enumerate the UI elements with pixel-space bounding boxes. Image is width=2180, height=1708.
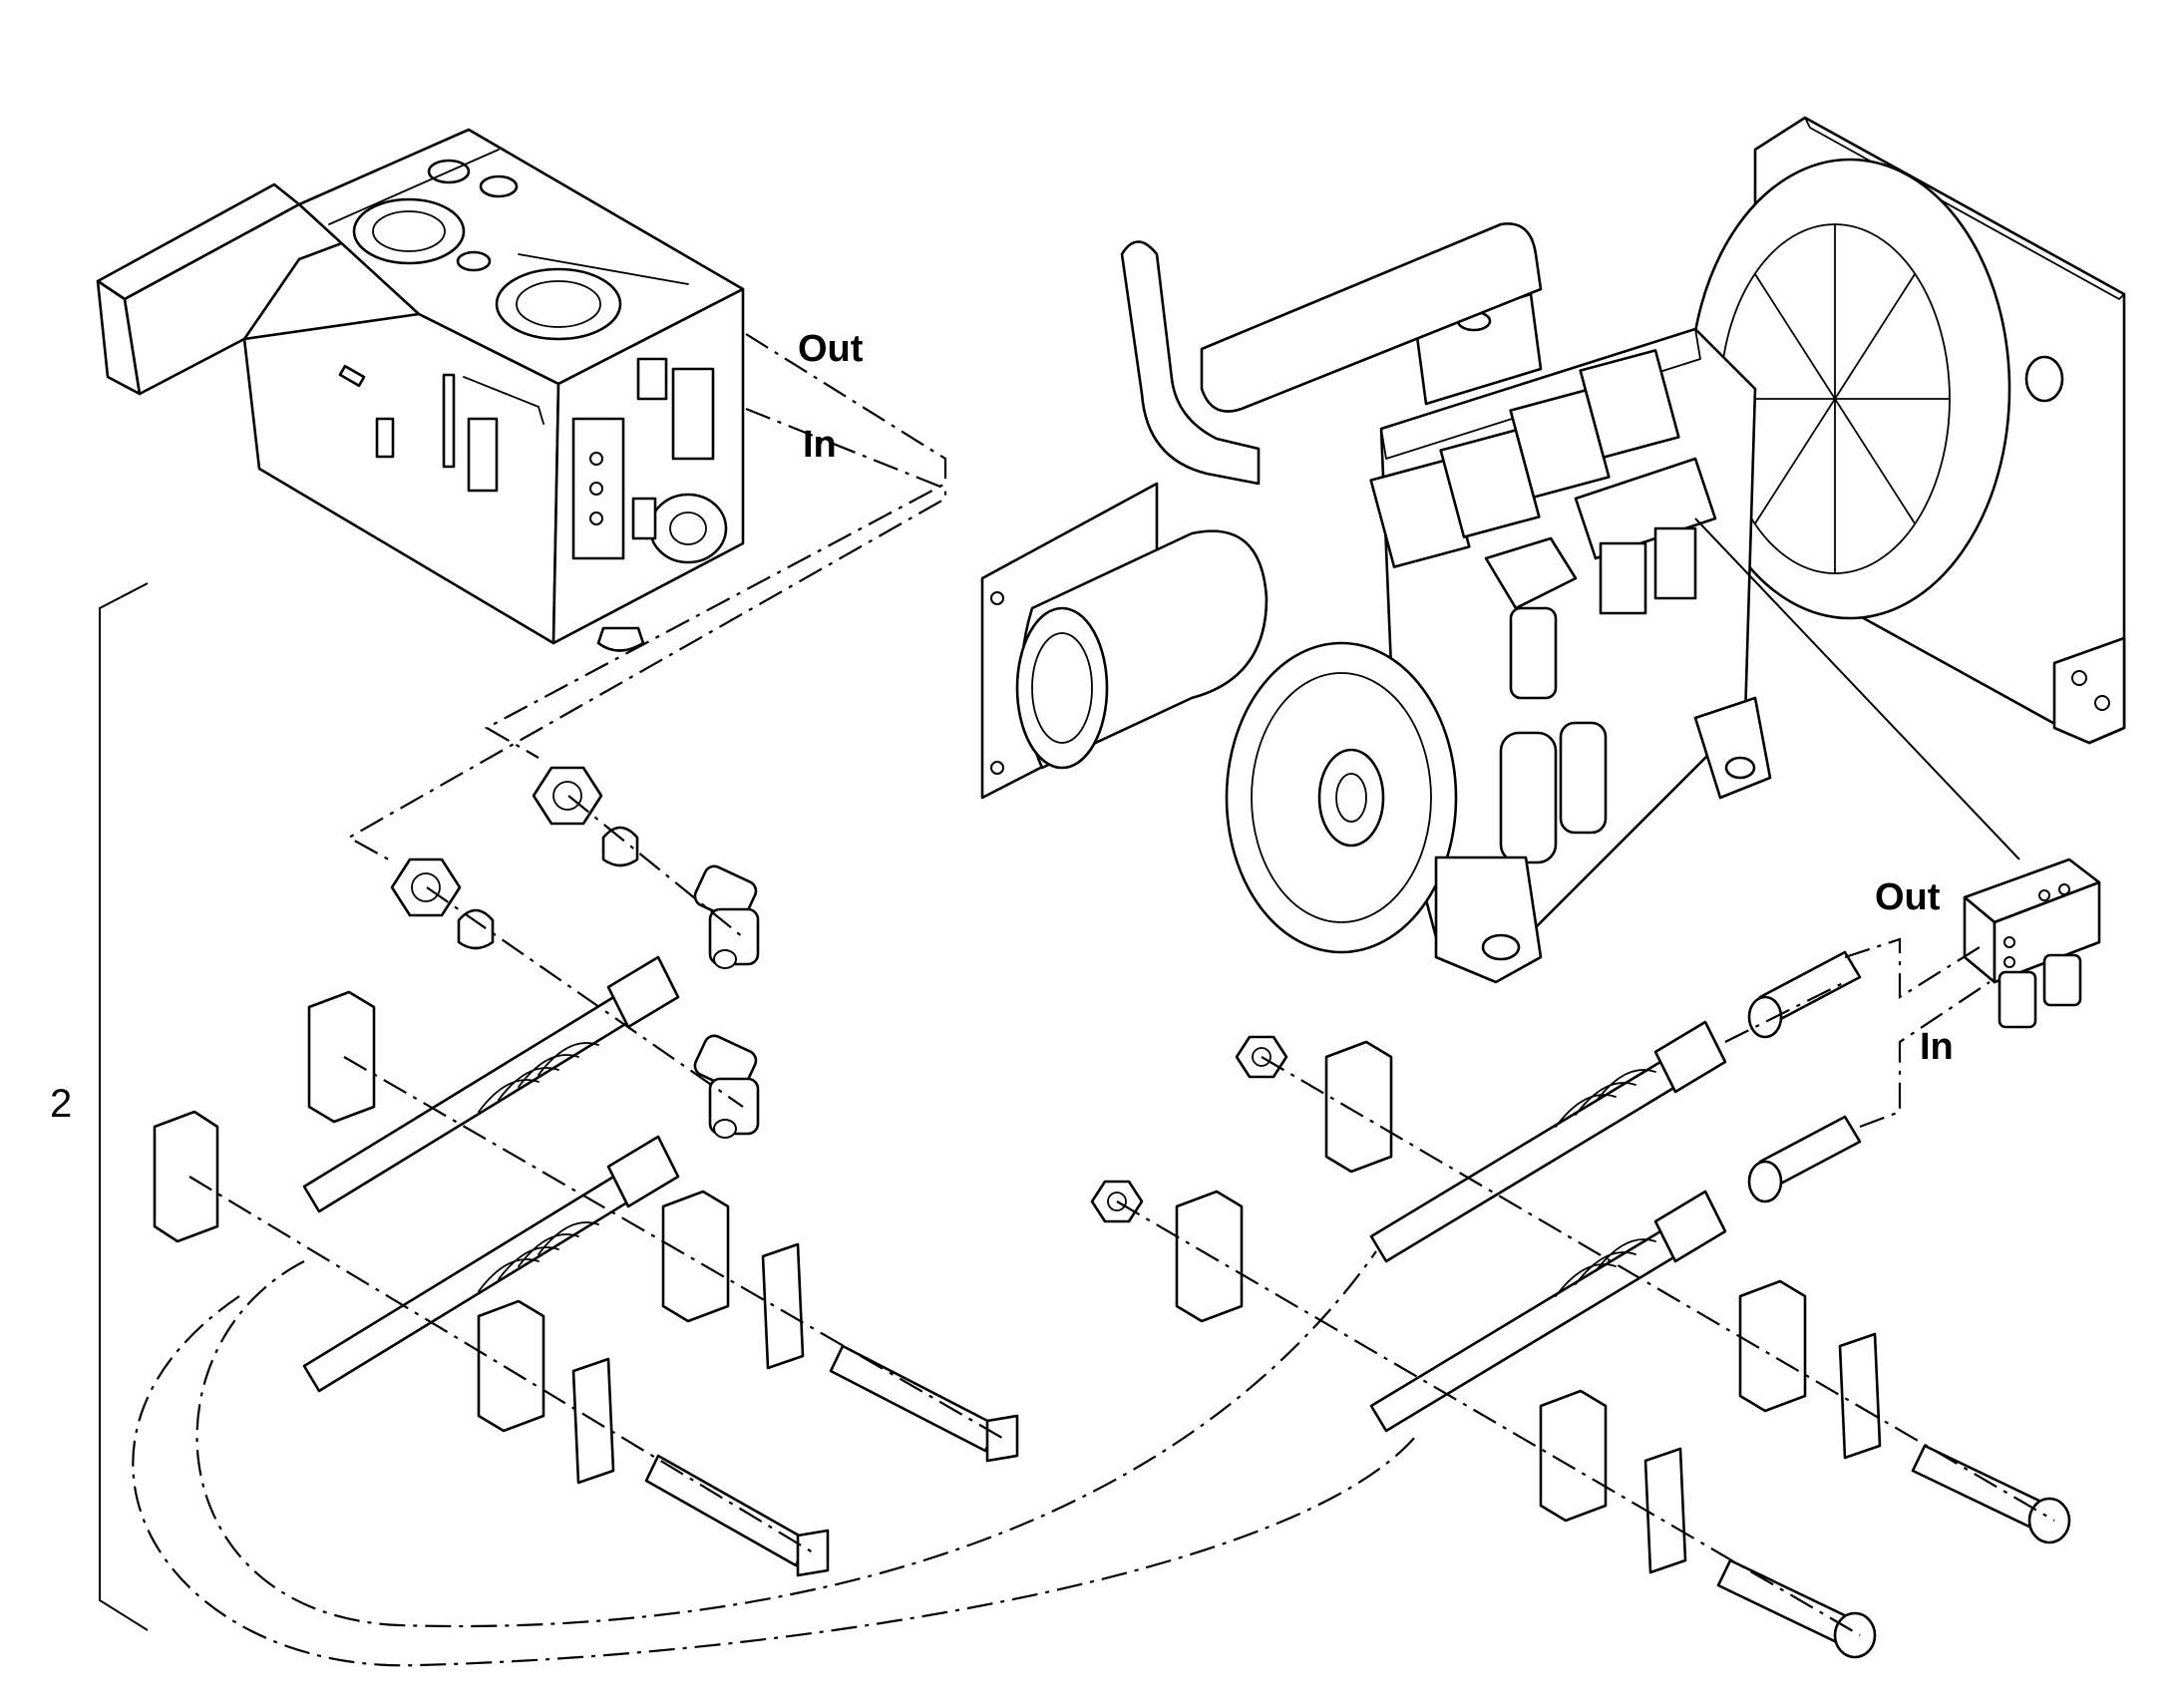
engine-out-label: Out (1875, 876, 1941, 918)
heater-out-label: Out (798, 328, 864, 370)
item-number: 2 (50, 1082, 72, 1126)
left-hose-group (153, 766, 1019, 1577)
engine-in-label: In (1920, 1026, 1954, 1068)
right-hose-group (1090, 950, 2071, 1659)
heater-in-label: In (803, 424, 837, 466)
connection-routes (132, 333, 1991, 1667)
heater-unit (96, 128, 745, 652)
valve-block (1963, 857, 2101, 1029)
engine-assembly (980, 116, 2126, 984)
item-bracket (99, 582, 149, 1631)
